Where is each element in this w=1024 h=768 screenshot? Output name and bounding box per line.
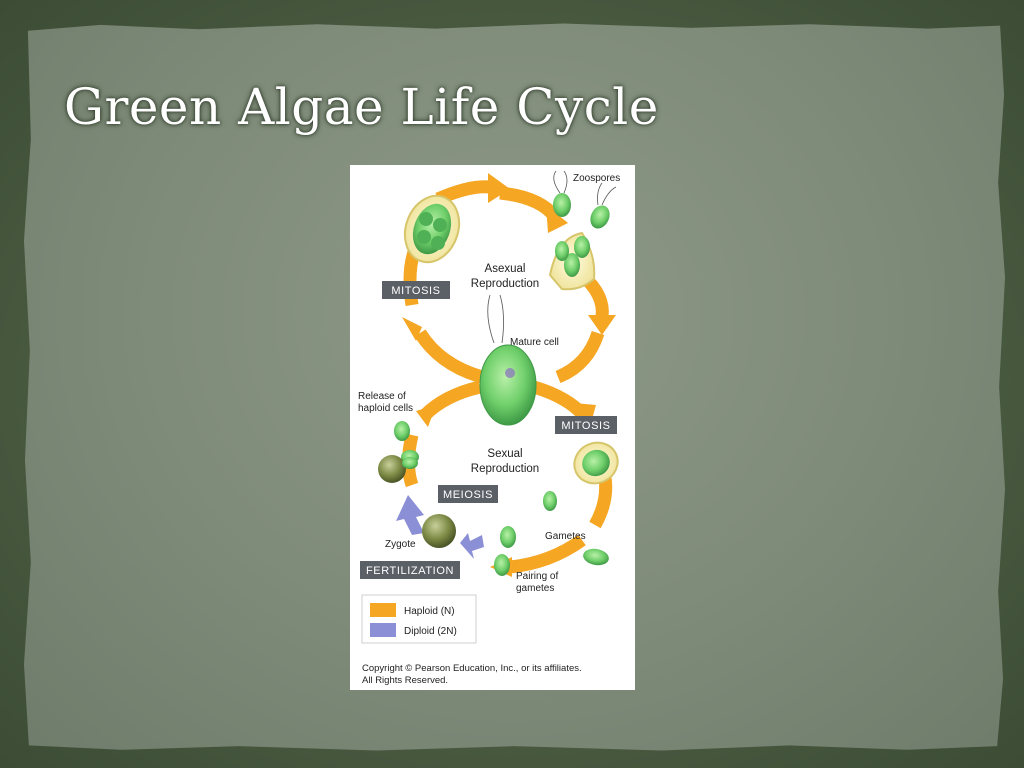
label-zoospores: Zoospores (573, 173, 620, 184)
arrow-to-mature (555, 330, 605, 384)
label-release-2: haploid cells (358, 403, 413, 414)
asexual-arrowheads (402, 173, 616, 341)
life-cycle-diagram: MITOSIS MITOSIS MEIOSIS FERTILIZATION (358, 170, 620, 644)
pairing-cells (494, 526, 516, 576)
slide-title: Green Algae Life Cycle (64, 78, 659, 136)
tag-mitosis-top: MITOSIS (382, 281, 450, 299)
legend-diploid-label: Diploid (2N) (404, 626, 457, 637)
label-asexual-2: Reproduction (471, 278, 539, 290)
legend-haploid-swatch (370, 603, 396, 617)
zygote-cell (422, 514, 456, 548)
legend-diploid-swatch (370, 623, 396, 637)
label-gametes: Gametes (545, 531, 586, 542)
label-release-1: Release of (358, 391, 406, 402)
arrow-to-pairing (509, 534, 586, 574)
copyright-line-2: All Rights Reserved. (362, 675, 449, 686)
tag-mitosis-right: MITOSIS (555, 416, 617, 434)
label-sexual-2: Reproduction (471, 463, 539, 475)
copyright-note: Copyright © Pearson Education, Inc., or … (362, 663, 627, 687)
tag-meiosis: MEIOSIS (438, 485, 498, 503)
copyright-line-1: Copyright © Pearson Education, Inc., or … (362, 663, 582, 674)
label-zygote: Zygote (385, 539, 416, 550)
mitosis-top-text: MITOSIS (391, 285, 440, 297)
legend: Haploid (N) Diploid (2N) (361, 594, 477, 644)
fertilization-text: FERTILIZATION (366, 565, 454, 577)
tag-fertilization: FERTILIZATION (360, 561, 460, 579)
sporangium-cell (403, 194, 461, 264)
gametangium-cell (573, 441, 619, 485)
label-asexual-1: Asexual (485, 263, 526, 275)
mitosis-right-text: MITOSIS (561, 420, 610, 432)
mature-cell (479, 294, 537, 426)
label-pairing-2: gametes (516, 583, 554, 594)
diploid-arrows (396, 495, 484, 559)
meiosis-text: MEIOSIS (443, 489, 493, 501)
arrow-mature-to-left (414, 329, 484, 384)
label-sexual-1: Sexual (487, 448, 522, 460)
legend-haploid-label: Haploid (N) (404, 606, 455, 617)
gametes-group (543, 491, 609, 566)
label-mature-cell: Mature cell (510, 337, 559, 348)
zoospores-group (548, 170, 617, 291)
label-pairing-1: Pairing of (516, 571, 558, 582)
released-cells (378, 421, 419, 483)
life-cycle-figure: MITOSIS MITOSIS MEIOSIS FERTILIZATION (350, 165, 635, 690)
